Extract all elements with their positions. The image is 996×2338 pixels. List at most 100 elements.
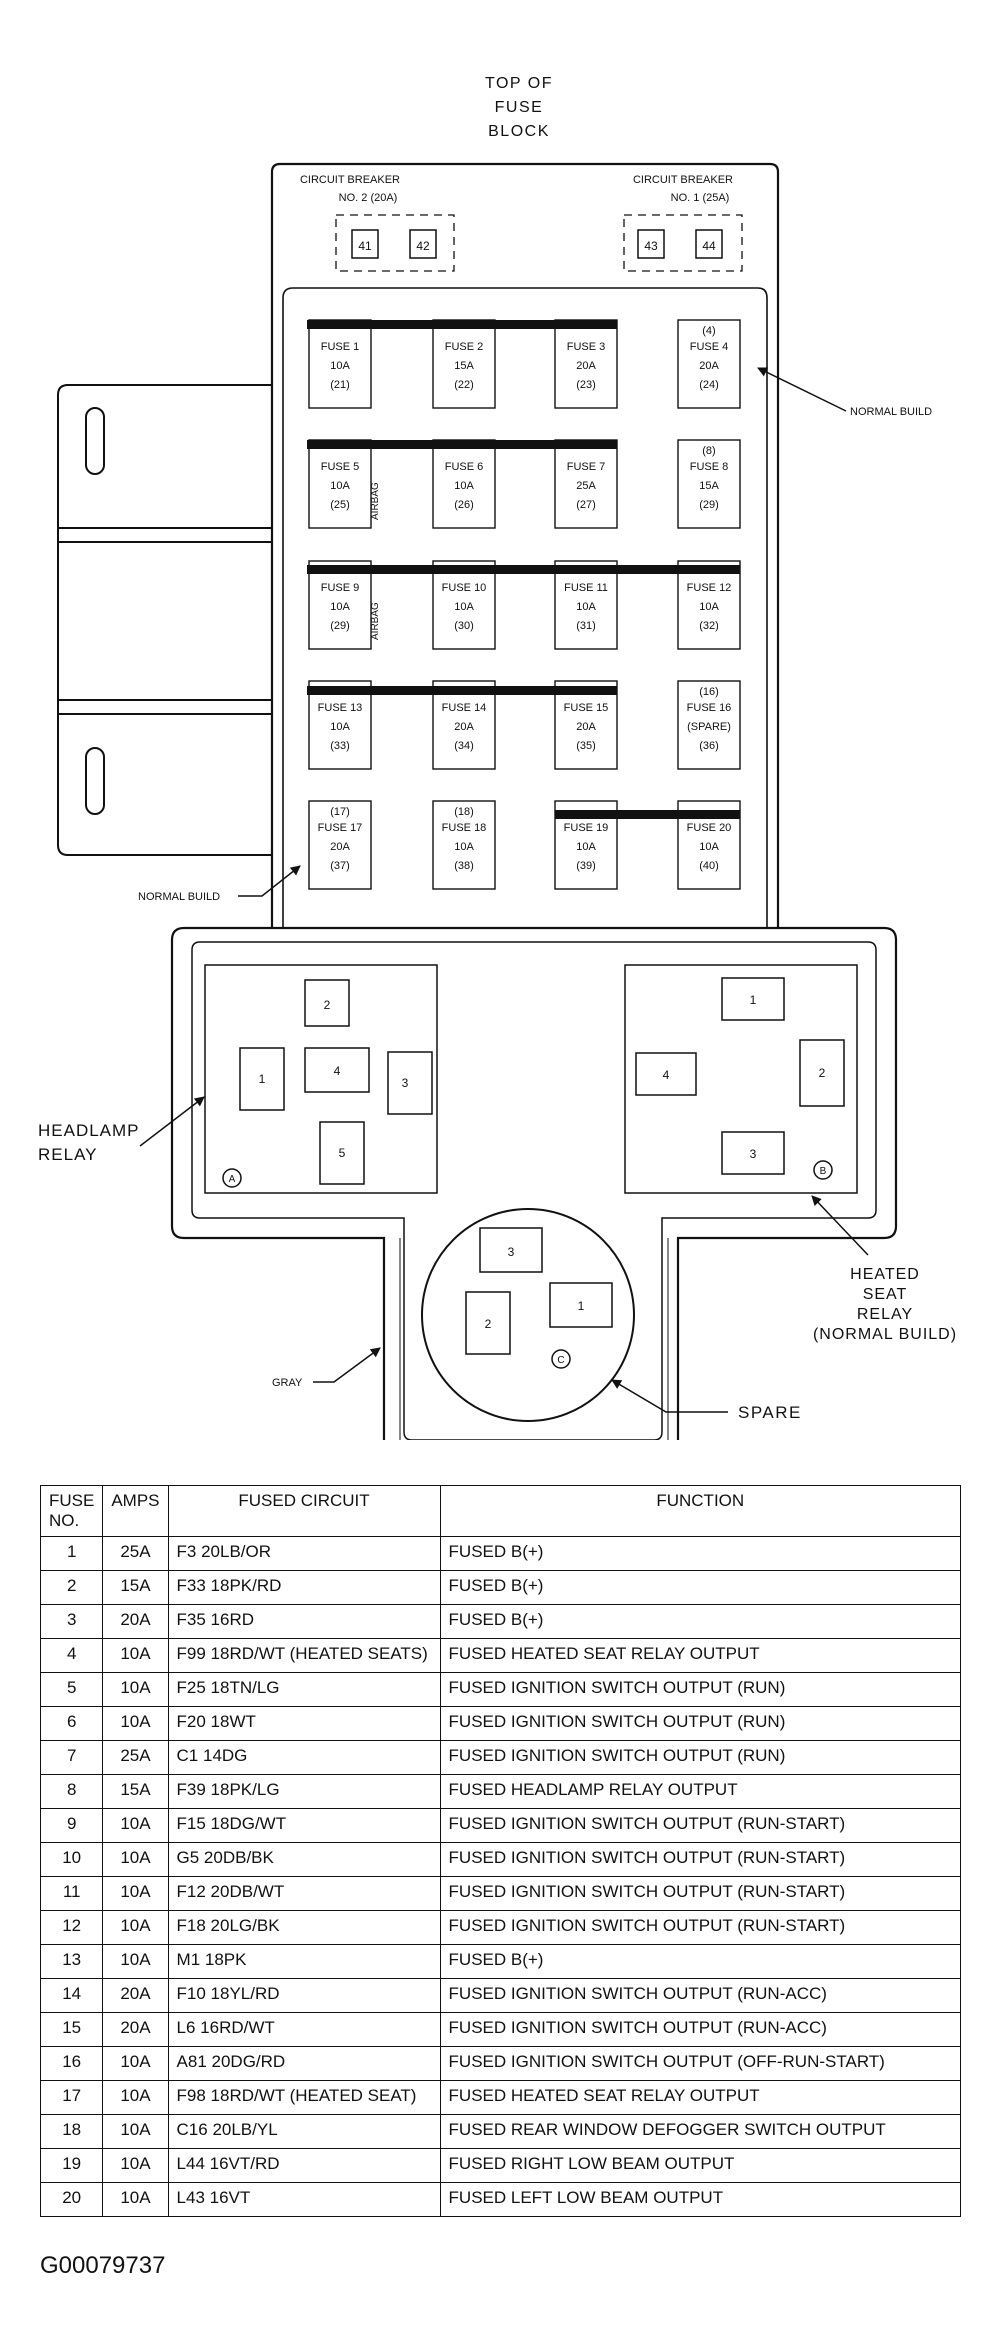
- fuse-top-text: (17): [330, 806, 350, 818]
- header-fused-circuit: FUSED CIRCUIT: [167, 1485, 441, 1537]
- fuse-cavity-text: (27): [576, 499, 596, 511]
- cell-amps: 15A: [102, 1570, 169, 1605]
- fuse-cavity-text: (25): [330, 499, 350, 511]
- header-fuse-no: FUSE NO.: [39, 1485, 104, 1537]
- fuse-name-text: FUSE 18: [442, 822, 487, 834]
- heated-seat-line-1: HEATED: [850, 1266, 920, 1283]
- fuse-block-diagram: TOP OF FUSE BLOCK CIRCUIT BREAKER NO. 2 …: [38, 75, 957, 1440]
- relay-c-slot-3: 3: [508, 1245, 515, 1259]
- cell-fused-circuit: F15 18DG/WT: [167, 1808, 441, 1843]
- fuse-cavity-text: (33): [330, 740, 350, 752]
- cell-fuse-no: 11: [39, 1876, 104, 1911]
- cell-function: FUSED IGNITION SWITCH OUTPUT (RUN): [439, 1672, 962, 1707]
- mounting-bracket: [57, 384, 272, 856]
- cell-fuse-no: 14: [39, 1978, 104, 2013]
- cell-fused-circuit: F18 20LG/BK: [167, 1910, 441, 1945]
- cell-amps: 10A: [102, 2182, 169, 2217]
- fuse-name-text: FUSE 8: [690, 461, 729, 473]
- cell-function: FUSED IGNITION SWITCH OUTPUT (RUN-ACC): [439, 2012, 962, 2047]
- fuse-name-text: FUSE 20: [687, 822, 732, 834]
- cell-function: FUSED HEADLAMP RELAY OUTPUT: [439, 1774, 962, 1809]
- cb-slot-42: 42: [416, 239, 430, 253]
- relay-a-slot-5: 5: [339, 1146, 346, 1160]
- fuse-jumper-bar: [307, 440, 617, 449]
- fuse-cavity-text: (21): [330, 379, 350, 391]
- fuse-name-text: FUSE 4: [690, 341, 729, 353]
- cell-function: FUSED RIGHT LOW BEAM OUTPUT: [439, 2148, 962, 2183]
- fuse-cavity-text: (37): [330, 860, 350, 872]
- cell-amps: 10A: [102, 1638, 169, 1673]
- cell-function: FUSED IGNITION SWITCH OUTPUT (RUN-START): [439, 1876, 962, 1911]
- fuse-amps-text: 10A: [454, 480, 474, 492]
- fuse-top-text: (4): [702, 325, 715, 337]
- cb-slot-44: 44: [702, 239, 716, 253]
- cell-amps: 10A: [102, 1842, 169, 1877]
- fuse-cavity-text: (26): [454, 499, 474, 511]
- fuse-name-text: FUSE 15: [564, 702, 609, 714]
- cell-fused-circuit: F12 20DB/WT: [167, 1876, 441, 1911]
- fuse-outline: [432, 560, 496, 650]
- normal-build-right-label: NORMAL BUILD: [850, 406, 932, 418]
- fuse-outline: [308, 800, 372, 890]
- heated-seat-line-4: (NORMAL BUILD): [813, 1326, 957, 1343]
- cell-function: FUSED IGNITION SWITCH OUTPUT (RUN-START): [439, 1808, 962, 1843]
- fuse-outline: [432, 800, 496, 890]
- fuse-jumper-bar: [307, 320, 617, 329]
- fuse-name-text: FUSE 10: [442, 582, 487, 594]
- fuse-cell: (16)FUSE 16(SPARE)(36): [677, 680, 741, 770]
- fuse-name-text: FUSE 13: [318, 702, 363, 714]
- cell-fuse-no: 2: [39, 1570, 104, 1605]
- cell-fuse-no: 13: [39, 1944, 104, 1979]
- header-function: FUNCTION: [439, 1485, 962, 1537]
- cell-fused-circuit: F98 18RD/WT (HEATED SEAT): [167, 2080, 441, 2115]
- cell-fused-circuit: F99 18RD/WT (HEATED SEATS): [167, 1638, 441, 1673]
- relay-a: 2 1 4 3 5 A: [204, 964, 438, 1194]
- cell-fused-circuit: A81 20DG/RD: [167, 2046, 441, 2081]
- cell-amps: 10A: [102, 1944, 169, 1979]
- cell-fuse-no: 10: [39, 1842, 104, 1877]
- fuse-top-text: (18): [454, 806, 474, 818]
- relay-c: 3 1 2 C: [421, 1208, 635, 1422]
- cell-fuse-no: 3: [39, 1604, 104, 1639]
- fuse-amps-text: 20A: [576, 721, 596, 733]
- fuse-cavity-text: (39): [576, 860, 596, 872]
- relay-a-slot-4: 4: [334, 1064, 341, 1078]
- cell-fuse-no: 8: [39, 1774, 104, 1809]
- relay-b-slot-2: 2: [819, 1066, 826, 1080]
- cell-function: FUSED IGNITION SWITCH OUTPUT (RUN): [439, 1706, 962, 1741]
- circuit-breaker-1: CIRCUIT BREAKER NO. 1 (25A) 43 44: [623, 174, 743, 272]
- fuse-outline: [677, 560, 741, 650]
- gray-label: GRAY: [272, 1377, 303, 1389]
- heated-seat-line-3: RELAY: [857, 1306, 913, 1323]
- relay-a-marker: [222, 1168, 242, 1188]
- cell-amps: 10A: [102, 1706, 169, 1741]
- fuse-amps-text: 10A: [330, 480, 350, 492]
- figure-id: G00079737: [40, 2252, 166, 2279]
- cell-amps: 25A: [102, 1740, 169, 1775]
- relay-b-marker: [813, 1160, 833, 1180]
- headlamp-relay-line-2: RELAY: [38, 1145, 98, 1164]
- fuse-amps-text: 15A: [699, 480, 719, 492]
- fuse-top-text: (16): [699, 686, 719, 698]
- cell-fused-circuit: F25 18TN/LG: [167, 1672, 441, 1707]
- cb2-title: CIRCUIT BREAKER: [300, 174, 400, 186]
- fuse-cavity-text: (34): [454, 740, 474, 752]
- fuse-name-text: FUSE 14: [442, 702, 487, 714]
